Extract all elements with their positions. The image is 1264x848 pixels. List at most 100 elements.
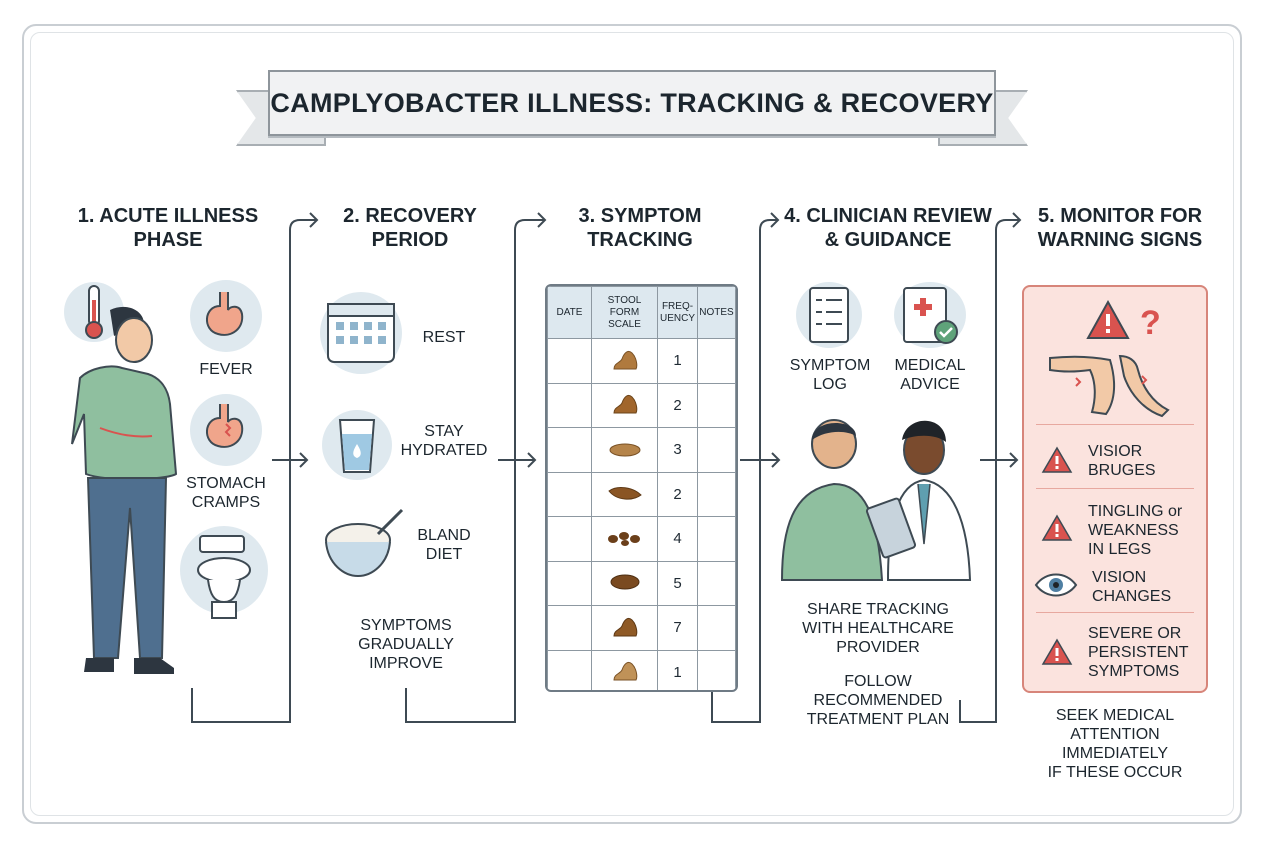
fever-label: FEVER [199,361,253,378]
frequency-cell: 1 [657,649,698,690]
follow-note-line1: FOLLOW [844,673,912,690]
rest-label: REST [422,329,466,346]
step-3-title-line1: 3. SYMPTOM [578,205,702,227]
table-row: 1 [547,338,736,384]
stool-cell [591,516,658,562]
frequency-cell: 5 [657,560,698,606]
warning-item-2-line3: IN LEGS [1088,541,1152,558]
notes-cell [697,338,736,384]
svg-text:?: ? [1140,304,1161,342]
table-row: 7 [547,605,736,651]
warning-item-1-line2: BRUGES [1088,462,1156,479]
date-cell [547,605,592,651]
frequency-cell: 1 [657,338,698,384]
follow-note-line2: RECOMMENDED [813,692,943,709]
warning-item-3-line2: CHANGES [1092,588,1172,605]
stool-icon [609,443,640,457]
sick-person-figure [71,306,178,674]
step-2-title-line1: 2. RECOVERY [343,205,477,227]
improve-note: SYMPTOMS GRADUALLY IMPROVE [336,616,476,673]
arrow-head-icon [527,452,537,468]
warning-triangle-icon [1041,514,1073,541]
thermometer-icon [85,285,103,339]
frequency-cell: 2 [657,382,698,428]
eye-icon [1034,573,1078,597]
warning-question-icon: ? [1086,299,1161,342]
symptom-tracking-table: DATE STOOL FORM SCALE FREQ- UENCY NOTES … [545,284,738,692]
hydrate-label-line1: STAY [424,423,464,440]
follow-note-line3: TREATMENT PLAN [806,711,950,728]
seek-attention-note: SEEK MEDICAL ATTENTION IMMEDIATELY IF TH… [1030,706,1200,782]
warning-item-2: TINGLING or WEAKNESS IN LEGS [1088,502,1200,559]
medical-advice-label-line1: MEDICAL [894,357,966,374]
step-5-title-line1: 5. MONITOR FOR [1037,205,1203,227]
cramps-label: STOMACH CRAMPS [176,474,276,512]
frequency-cell: 7 [657,605,698,651]
date-cell [547,649,592,690]
col-header-stool: STOOL FORM SCALE [591,286,658,339]
notes-cell [697,605,736,651]
col-header-stool-line2: FORM [609,306,640,318]
arrow-head-icon [771,452,781,468]
table-row: 2 [547,471,736,517]
share-note-line3: PROVIDER [836,639,920,656]
improve-note-line3: IMPROVE [369,655,443,672]
notes-cell [697,471,736,517]
diet-label-line1: BLAND [417,527,471,544]
notes-cell [697,560,736,606]
inner-frame [30,32,1234,816]
step-1-title-line2: PHASE [133,229,203,251]
warning-item-1-line1: VISIOR [1088,443,1143,460]
seek-note-line4: IF THESE OCCUR [1047,764,1183,781]
notes-cell [697,516,736,562]
water-glass-icon [338,419,376,473]
col-header-date: DATE [547,286,592,339]
warning-item-3-line1: VISION [1092,569,1147,586]
calendar-icon [327,303,395,363]
connector-4-5 [959,219,1020,723]
seek-note-line1: SEEK MEDICAL [1055,707,1175,724]
share-note-line1: SHARE TRACKING [807,601,949,618]
table-row: 4 [547,516,736,562]
arrow-head-icon [1012,212,1022,228]
step-1-title-line1: 1. ACUTE ILLNESS [77,205,259,227]
seek-note-line2: ATTENTION [1070,726,1160,743]
frequency-cell: 4 [657,516,698,562]
stomach-icon [206,292,244,336]
warning-row-divider [1036,488,1194,489]
page-title: CAMPLYOBACTER ILLNESS: TRACKING & RECOVE… [270,87,994,118]
notes-cell [697,649,736,690]
warning-item-3: VISION CHANGES [1092,568,1192,606]
arrow-head-icon [299,452,309,468]
table-row: 3 [547,427,736,473]
hydrate-label: STAY HYDRATED [396,422,492,460]
col-header-stool-line1: STOOL [607,294,642,306]
warning-item-4-line2: PERSISTENT [1088,644,1189,661]
stool-icon [607,487,642,500]
symptom-log-label-line1: SYMPTOM [789,357,871,374]
share-tracking-note: SHARE TRACKING WITH HEALTHCARE PROVIDER [790,600,966,657]
stool-cell [591,382,658,428]
step-3-title-line2: TRACKING [587,229,693,251]
date-cell [547,382,592,428]
hydrate-label-line2: HYDRATED [400,442,488,459]
medical-clipboard-icon [903,287,958,344]
symptom-log-label-line2: LOG [813,376,847,393]
date-cell [547,560,592,606]
col-header-frequency-line1: FREQ- [661,300,694,312]
warning-item-4-line3: SYMPTOMS [1088,663,1180,680]
stool-cell [591,649,658,690]
step-1-title: 1. ACUTE ILLNESS PHASE [58,204,278,252]
stool-icon [612,395,637,414]
stool-icon [612,617,637,637]
stool-icon [607,531,640,546]
symptom-log-label: SYMPTOM LOG [784,356,876,394]
col-header-notes: NOTES [697,286,736,339]
stool-icon [612,350,637,370]
notes-cell [697,382,736,428]
outer-frame [22,24,1242,824]
rice-bowl-icon [325,508,404,578]
arrow-head-icon [537,212,547,228]
warning-triangle-icon [1041,446,1073,473]
stool-icon [612,662,637,681]
